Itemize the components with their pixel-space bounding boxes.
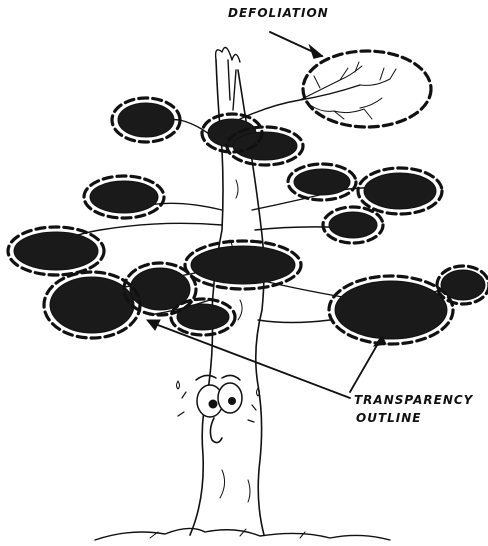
bare-twigs — [300, 62, 396, 119]
dead-top — [216, 48, 240, 111]
tree-face — [177, 375, 260, 442]
bark-marks — [220, 180, 250, 502]
ground-line — [95, 528, 390, 540]
transparency-label-line2: OUTLINE — [356, 411, 421, 425]
transparency-arrow-right — [350, 340, 380, 392]
foliage-clumps — [14, 103, 485, 339]
defoliation-label: DEFOLIATION — [228, 6, 329, 20]
transparency-arrow-left — [150, 322, 350, 398]
transparency-label-line1: TRANSPARENCY — [354, 393, 473, 407]
